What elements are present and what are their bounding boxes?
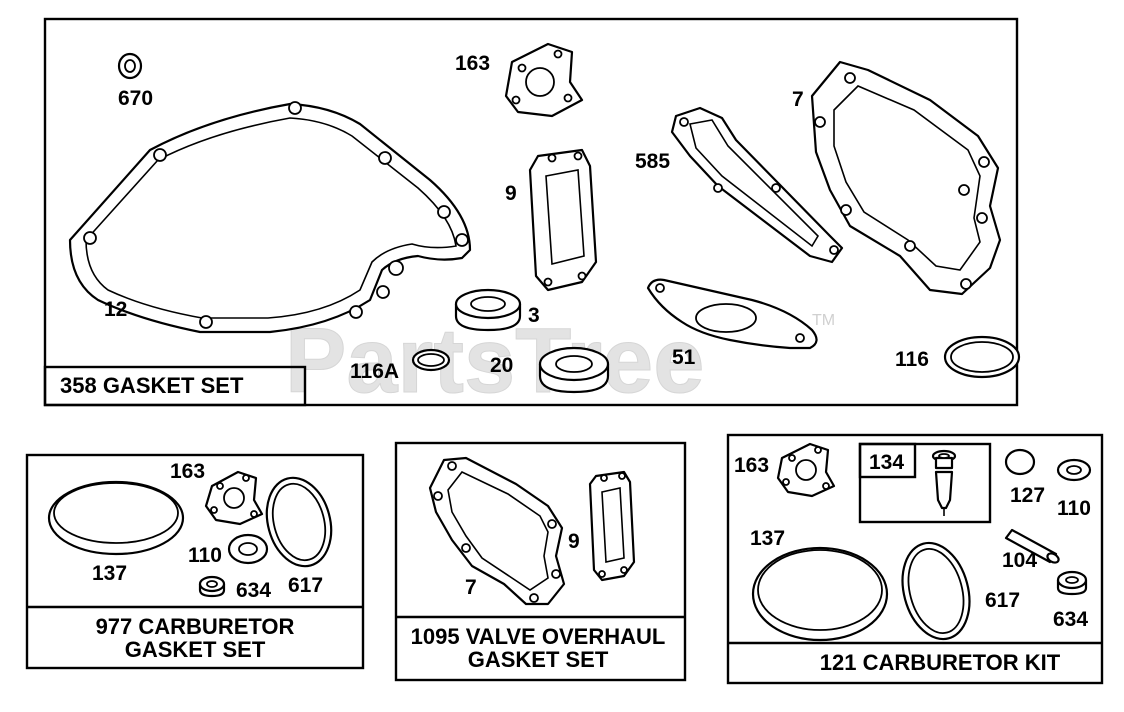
part-7-head-gasket-b[interactable] bbox=[428, 456, 566, 606]
callout-116[interactable]: 116 bbox=[895, 348, 929, 371]
part-116-o-ring[interactable] bbox=[943, 335, 1021, 379]
watermark-tm: TM bbox=[812, 312, 835, 329]
part-137-gasket-ring[interactable] bbox=[47, 480, 185, 556]
part-163-gasket[interactable] bbox=[504, 42, 584, 118]
part-3-oil-seal[interactable] bbox=[454, 288, 522, 332]
callout-7-main[interactable]: 7 bbox=[792, 88, 804, 111]
callout-134[interactable]: 134 bbox=[869, 451, 904, 474]
part-110-washer-a[interactable] bbox=[227, 533, 269, 565]
part-20-oil-seal[interactable] bbox=[538, 346, 610, 394]
part-634-washer-c[interactable] bbox=[1056, 570, 1088, 596]
callout-20[interactable]: 20 bbox=[490, 354, 513, 377]
carb-gasket-kit-frame bbox=[25, 453, 365, 670]
carb-kit-title[interactable]: 121 CARBURETOR KIT bbox=[820, 650, 1061, 675]
carb-gasket-kit-panel: 977 CARBURETOR GASKET SET 137 163 110 63… bbox=[25, 453, 365, 670]
carb-gasket-kit-title-2[interactable]: GASKET SET bbox=[125, 637, 266, 662]
part-670-washer[interactable] bbox=[117, 52, 143, 80]
part-12-crankcase-gasket[interactable] bbox=[68, 101, 472, 334]
part-163-gasket-a[interactable] bbox=[204, 470, 264, 526]
callout-585[interactable]: 585 bbox=[635, 150, 670, 173]
callout-12[interactable]: 12 bbox=[104, 298, 127, 321]
carb-kit-frame bbox=[726, 433, 1104, 685]
valve-kit-title-1[interactable]: 1095 VALVE OVERHAUL bbox=[411, 624, 666, 649]
callout-137-c[interactable]: 137 bbox=[750, 527, 785, 550]
callout-110-a[interactable]: 110 bbox=[188, 544, 222, 567]
callout-617-a[interactable]: 617 bbox=[288, 574, 323, 597]
callout-163-c[interactable]: 163 bbox=[734, 454, 769, 477]
part-134-inlet-needle[interactable] bbox=[931, 449, 957, 516]
callout-137-a[interactable]: 137 bbox=[92, 562, 127, 585]
valve-kit-title-2[interactable]: GASKET SET bbox=[468, 647, 609, 672]
carb-gasket-kit-title-1[interactable]: 977 CARBURETOR bbox=[96, 614, 295, 639]
callout-104[interactable]: 104 bbox=[1002, 549, 1037, 572]
main-kit-title[interactable]: 358 GASKET SET bbox=[60, 373, 244, 398]
callout-3[interactable]: 3 bbox=[528, 304, 540, 327]
part-137-gasket-ring-c[interactable] bbox=[751, 546, 889, 642]
part-9-valve-cover-gasket[interactable] bbox=[528, 148, 598, 292]
callout-116A[interactable]: 116A bbox=[350, 360, 399, 383]
carb-kit-panel: 121 CARBURETOR KIT 163 134 127 bbox=[726, 433, 1104, 685]
callout-51[interactable]: 51 bbox=[672, 346, 696, 369]
callout-9-main[interactable]: 9 bbox=[505, 182, 517, 205]
part-127-plug[interactable] bbox=[1004, 448, 1036, 476]
main-kit-frame bbox=[43, 17, 1019, 407]
inlet-needle-box bbox=[858, 442, 992, 524]
callout-127[interactable]: 127 bbox=[1010, 484, 1045, 507]
callout-617-c[interactable]: 617 bbox=[985, 589, 1020, 612]
callout-110-c[interactable]: 110 bbox=[1057, 497, 1091, 520]
valve-kit-frame bbox=[394, 441, 687, 682]
part-585-pushrod-gasket[interactable] bbox=[670, 106, 844, 264]
callout-670[interactable]: 670 bbox=[118, 87, 153, 110]
callout-163-a[interactable]: 163 bbox=[170, 460, 205, 483]
part-110-washer-c[interactable] bbox=[1056, 458, 1092, 482]
part-617-gasket-ring-a[interactable] bbox=[257, 471, 340, 574]
part-617-gasket-ring-c[interactable] bbox=[892, 535, 979, 646]
callout-634-c[interactable]: 634 bbox=[1053, 608, 1088, 631]
valve-kit-panel: 1095 VALVE OVERHAUL GASKET SET 7 9 bbox=[394, 441, 687, 682]
main-kit-title-box bbox=[43, 365, 307, 407]
callout-7-b[interactable]: 7 bbox=[465, 576, 477, 599]
inlet-needle-label-box bbox=[858, 442, 917, 479]
part-163-gasket-c[interactable] bbox=[776, 442, 836, 498]
part-116A-o-ring[interactable] bbox=[411, 348, 451, 372]
callout-9-b[interactable]: 9 bbox=[568, 530, 580, 553]
part-634-washer-a[interactable] bbox=[198, 575, 226, 598]
callout-634-a[interactable]: 634 bbox=[236, 579, 271, 602]
callout-163-main[interactable]: 163 bbox=[455, 52, 490, 75]
part-51-exhaust-gasket[interactable] bbox=[646, 278, 818, 350]
part-9-valve-cover-gasket-b[interactable] bbox=[588, 470, 636, 582]
part-7-head-gasket[interactable] bbox=[810, 60, 1002, 296]
part-104-shaft[interactable] bbox=[1004, 528, 1060, 564]
main-kit-panel: 358 GASKET SET 670 12 bbox=[43, 17, 1021, 407]
